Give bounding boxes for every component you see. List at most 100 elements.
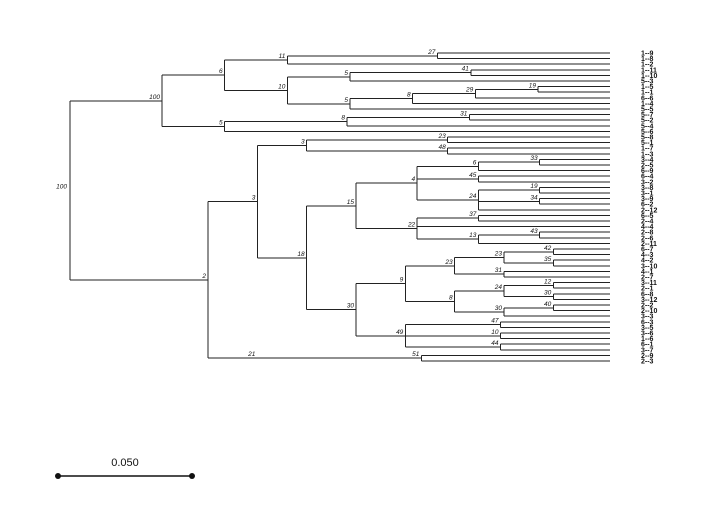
- support-value: 30: [347, 303, 355, 310]
- taxon-label: 5--7: [641, 112, 654, 119]
- support-value: 23: [494, 250, 503, 257]
- taxon-label: 6--8: [641, 291, 654, 298]
- taxon-label: 4--2: [641, 258, 654, 265]
- taxon-label: 2--10: [641, 308, 657, 315]
- support-value: 8: [449, 295, 453, 302]
- support-value: 51: [412, 351, 420, 358]
- support-values: 2711415192985106318510023483336451934244…: [56, 49, 552, 358]
- support-value: 100: [149, 94, 160, 101]
- taxon-label: 2--8: [641, 230, 654, 237]
- support-value: 19: [529, 82, 537, 89]
- taxon-label: 2--5: [641, 163, 654, 170]
- scale-bar-left-dot: [55, 473, 61, 479]
- taxon-label: 2--11: [641, 241, 657, 248]
- support-value: 34: [530, 194, 538, 201]
- taxon-label: 1--9: [641, 51, 654, 58]
- taxon-label: 3--8: [641, 185, 654, 192]
- taxon-label: 3--7: [641, 347, 654, 354]
- taxon-label: 3--5: [641, 325, 654, 332]
- taxon-label: 5--4: [641, 123, 654, 130]
- taxon-label: 3--9: [641, 196, 654, 203]
- support-value: 42: [544, 245, 552, 252]
- taxon-labels: 1--91--81--21--111--105--31--51--16--61-…: [641, 51, 657, 366]
- support-value: 12: [544, 278, 552, 285]
- taxon-label: 3--1: [641, 191, 654, 198]
- support-value: 24: [494, 284, 503, 291]
- taxon-label: 6--6: [641, 95, 654, 102]
- support-value: 30: [544, 290, 552, 297]
- scale-bar-right-dot: [189, 473, 195, 479]
- support-value: 11: [279, 53, 286, 60]
- support-value: 10: [278, 83, 286, 90]
- support-value: 21: [247, 351, 256, 358]
- support-value: 100: [56, 183, 67, 190]
- taxon-label: 2--7: [641, 275, 654, 282]
- taxon-label: 6--2: [641, 202, 654, 209]
- support-value: 37: [469, 211, 477, 218]
- support-value: 47: [491, 318, 499, 325]
- taxon-label: 1--10: [641, 73, 657, 80]
- taxon-label: 6--5: [641, 213, 654, 220]
- taxon-label: 1--2: [641, 62, 654, 69]
- support-value: 29: [465, 87, 474, 94]
- taxon-label: 5--3: [641, 79, 654, 86]
- taxon-label: 1--1: [641, 90, 654, 97]
- taxon-label: 1--3: [641, 151, 654, 158]
- support-value: 48: [439, 144, 447, 151]
- support-value: 41: [462, 66, 470, 73]
- support-value: 31: [495, 267, 503, 274]
- taxon-label: 2--2: [641, 303, 654, 310]
- support-value: 45: [469, 172, 477, 179]
- support-value: 3: [252, 195, 256, 202]
- taxon-label: 3--2: [641, 179, 654, 186]
- taxon-label: 3--3: [641, 314, 654, 321]
- support-value: 13: [469, 232, 477, 239]
- support-value: 30: [495, 305, 503, 312]
- taxon-label: 3--4: [641, 157, 654, 164]
- taxon-label: 2--9: [641, 353, 654, 360]
- support-value: 5: [344, 97, 348, 104]
- support-value: 3: [301, 138, 305, 145]
- taxon-label: 2--3: [641, 359, 654, 366]
- support-value: 15: [347, 199, 355, 206]
- support-value: 22: [407, 222, 416, 229]
- support-value: 8: [407, 92, 411, 99]
- support-value: 43: [530, 228, 538, 235]
- support-value: 33: [530, 155, 538, 162]
- taxon-label: 1--6: [641, 336, 654, 343]
- support-value: 2: [201, 273, 206, 280]
- support-value: 23: [444, 259, 453, 266]
- support-value: 35: [544, 256, 552, 263]
- taxon-label: 5--1: [641, 140, 654, 147]
- scale-bar: 0.050: [55, 457, 195, 479]
- taxon-label: 1--5: [641, 84, 654, 91]
- support-value: 5: [219, 120, 223, 127]
- taxon-label: 4--3: [641, 252, 654, 259]
- taxon-label: 6--3: [641, 319, 654, 326]
- taxon-label: 1--7: [641, 146, 654, 153]
- scale-bar-label: 0.050: [111, 457, 139, 469]
- support-value: 40: [544, 301, 552, 308]
- taxon-label: 4--1: [641, 269, 654, 276]
- support-value: 10: [491, 329, 499, 336]
- taxon-label: 5--8: [641, 135, 654, 142]
- taxon-label: 6--9: [641, 168, 654, 175]
- support-value: 31: [460, 110, 468, 117]
- taxon-label: 6--4: [641, 174, 654, 181]
- support-value: 4: [412, 176, 416, 183]
- support-value: 19: [530, 183, 538, 190]
- support-value: 23: [438, 133, 447, 140]
- support-value: 49: [396, 329, 404, 336]
- taxon-label: 3--6: [641, 331, 654, 338]
- taxon-label: 5--2: [641, 118, 654, 125]
- taxon-label: 4--4: [641, 224, 654, 231]
- support-value: 24: [468, 193, 477, 200]
- taxon-label: 2--12: [641, 207, 657, 214]
- taxon-label: 5--5: [641, 107, 654, 114]
- support-value: 18: [297, 251, 305, 258]
- support-value: 6: [219, 68, 223, 75]
- taxon-label: 5--6: [641, 129, 654, 136]
- support-value: 44: [491, 340, 499, 347]
- taxon-label: 2--1: [641, 286, 654, 293]
